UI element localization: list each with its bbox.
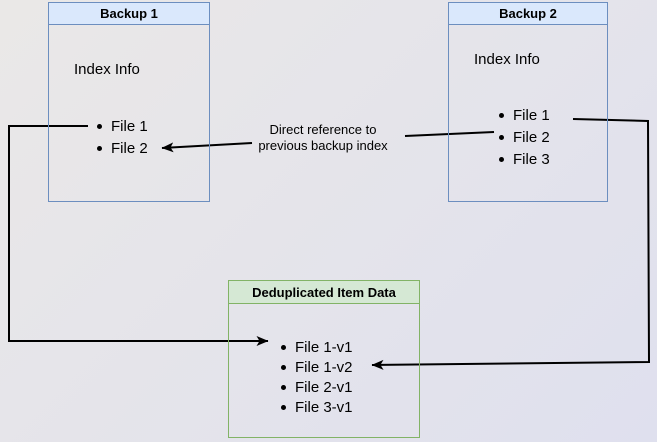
bullet-icon [97,123,102,129]
bullet-icon [281,404,286,410]
node-deduplicated-item-data: Deduplicated Item Data File 1-v1 File 1-… [228,280,420,438]
list-item: File 1 [97,115,148,137]
bullet-icon [499,112,504,118]
direct-reference-label: Direct reference to previous backup inde… [258,122,388,153]
list-item-label: File 3-v1 [295,398,353,416]
backup1-index-info-label: Index Info [74,61,140,78]
list-item: File 2 [499,126,550,148]
list-item: File 1-v1 [281,337,353,357]
list-item: File 2-v1 [281,377,353,397]
list-item: File 1 [499,104,550,126]
dedup-title: Deduplicated Item Data [252,284,396,300]
backup2-file-list: File 1 File 2 File 3 [499,104,550,170]
bullet-icon [281,344,286,350]
list-item-label: File 1-v2 [295,358,353,376]
bullet-icon [499,134,504,140]
bullet-icon [281,384,286,390]
list-item: File 1-v2 [281,357,353,377]
bullet-icon [281,364,286,370]
list-item-label: File 1 [111,117,148,135]
list-item: File 3-v1 [281,397,353,417]
node-backup1: Backup 1 Index Info File 1 File 2 [48,2,210,202]
list-item-label: File 2-v1 [295,378,353,396]
list-item-label: File 1 [513,106,550,124]
backup2-header: Backup 2 [449,3,607,25]
backup1-file-list: File 1 File 2 [97,115,148,159]
node-backup2: Backup 2 Index Info File 1 File 2 File 3 [448,2,608,202]
backup2-index-info-label: Index Info [474,51,540,68]
list-item: File 3 [499,148,550,170]
backup1-header: Backup 1 [49,3,209,25]
list-item-label: File 2 [513,128,550,146]
bullet-icon [499,156,504,162]
list-item: File 2 [97,137,148,159]
backup2-title: Backup 2 [499,6,557,21]
list-item-label: File 1-v1 [295,338,353,356]
list-item-label: File 3 [513,150,550,168]
list-item-label: File 2 [111,139,148,157]
dedup-header: Deduplicated Item Data [229,281,419,304]
backup1-title: Backup 1 [100,6,158,21]
dedup-file-list: File 1-v1 File 1-v2 File 2-v1 File 3-v1 [281,337,353,417]
bullet-icon [97,145,102,151]
